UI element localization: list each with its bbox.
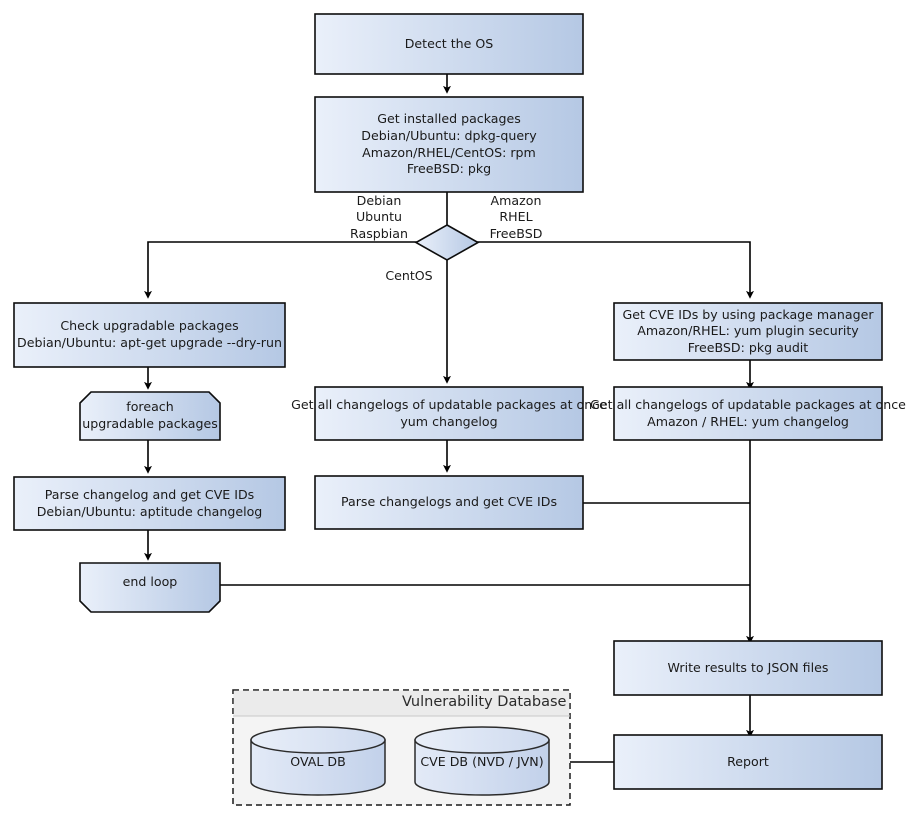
- oval-db-cylinder: [250, 726, 386, 796]
- node-get-cve-ids-right[interactable]: [613, 302, 883, 361]
- vulnerability-database-title: Vulnerability Database: [402, 694, 567, 710]
- cve-db-cylinder: [414, 726, 550, 796]
- node-detect-os[interactable]: [314, 13, 584, 75]
- node-parse-changelogs-center[interactable]: [314, 475, 584, 530]
- left-branch-line-3: Raspbian: [350, 225, 408, 241]
- node-parse-changelog-left[interactable]: [13, 476, 286, 531]
- edge-decision-left: [144, 241, 418, 299]
- node-get-installed-packages[interactable]: [314, 96, 584, 193]
- edge-decision-right: [477, 241, 754, 299]
- node-os-decision[interactable]: [414, 224, 480, 261]
- node-check-upgradable[interactable]: [13, 302, 286, 368]
- node-foreach-loop[interactable]: [79, 391, 221, 441]
- node-get-changelogs-right[interactable]: [613, 386, 883, 441]
- edge-label-left-branch: Debian Ubuntu Raspbian: [333, 193, 425, 242]
- right-branch-line-1: Amazon: [490, 193, 542, 208]
- left-branch-line-1: Debian: [356, 193, 402, 208]
- node-report[interactable]: [613, 734, 883, 790]
- node-write-results[interactable]: [613, 640, 883, 696]
- edge-group: [144, 74, 754, 763]
- left-branch-line-2: Ubuntu: [355, 209, 403, 225]
- node-get-changelogs-center[interactable]: [314, 386, 584, 441]
- node-end-loop[interactable]: [79, 562, 221, 613]
- edge-label-center-branch: CentOS: [385, 268, 433, 283]
- right-branch-line-3: FreeBSD: [489, 225, 543, 241]
- right-branch-line-2: RHEL: [499, 209, 533, 225]
- edge-label-right-branch: Amazon RHEL FreeBSD: [470, 193, 562, 242]
